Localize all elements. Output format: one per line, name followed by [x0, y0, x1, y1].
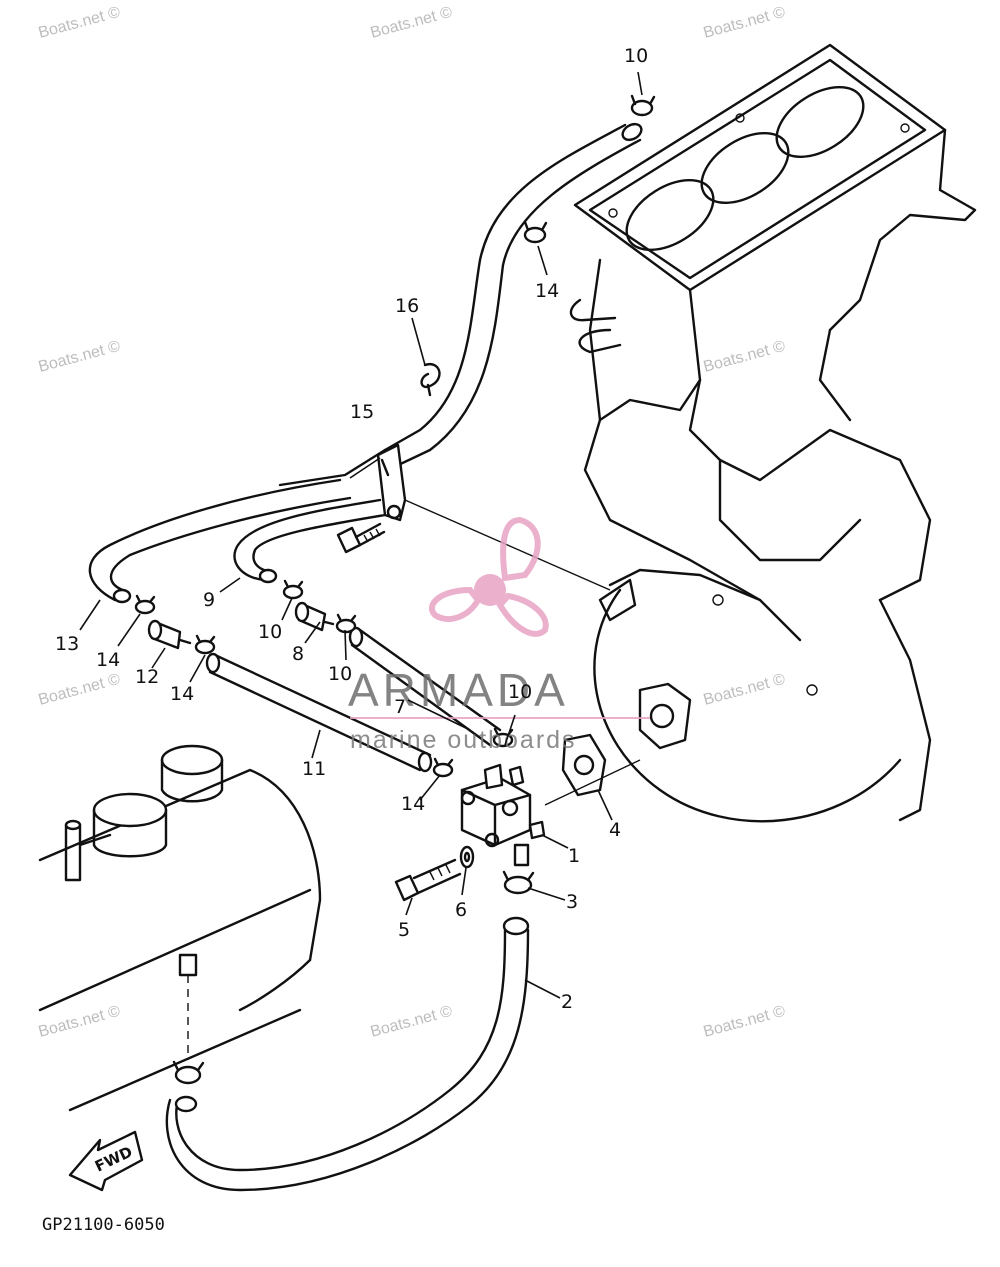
bolt-5 [394, 858, 462, 902]
propeller-hub-icon [474, 574, 506, 606]
watermark: Boats.net © [702, 671, 788, 709]
brand-name: ARMADA [348, 664, 569, 716]
callout-10-right[interactable]: 10 [328, 663, 352, 685]
callout-14-top[interactable]: 14 [535, 280, 559, 302]
hose-main-supply [278, 122, 643, 487]
watermark: Boats.net © [369, 4, 455, 42]
armada-logo: ARMADA marine outboards [348, 516, 650, 754]
callout-6[interactable]: 6 [455, 899, 467, 921]
callout-1[interactable]: 1 [568, 845, 580, 867]
brand-tagline: marine outboards [350, 726, 577, 754]
hose-7 [348, 626, 502, 747]
watermark: Boats.net © [37, 1003, 123, 1041]
oil-pump-1 [460, 763, 546, 867]
clamp-10-right [335, 613, 357, 634]
clip-16 [420, 362, 441, 397]
watermark: Boats.net © [37, 4, 123, 42]
callout-3[interactable]: 3 [566, 891, 578, 913]
clamp-14-top [523, 220, 548, 244]
callouts: 1 2 3 4 5 6 7 8 9 10 10 10 10 11 12 13 1… [55, 45, 648, 1013]
callout-14-pump[interactable]: 14 [401, 793, 425, 815]
fwd-arrow: FWD [68, 1130, 144, 1192]
hose-11 [205, 652, 433, 773]
clamp-14-mid [194, 634, 216, 655]
hose-9 [233, 498, 387, 584]
hose-2 [165, 916, 530, 1192]
callout-13[interactable]: 13 [55, 633, 79, 655]
callout-14-left[interactable]: 14 [96, 649, 120, 671]
clamp-tank [172, 1060, 205, 1085]
callout-11[interactable]: 11 [302, 758, 326, 780]
check-valve-8 [294, 601, 335, 632]
callout-16[interactable]: 16 [395, 295, 419, 317]
oil-tank [38, 744, 322, 1112]
clamp-3 [502, 870, 535, 895]
watermark: Boats.net © [702, 4, 788, 42]
callout-2[interactable]: 2 [561, 991, 573, 1013]
callout-4[interactable]: 4 [609, 819, 621, 841]
callout-14-mid[interactable]: 14 [170, 683, 194, 705]
callout-5[interactable]: 5 [398, 919, 410, 941]
callout-15[interactable]: 15 [350, 401, 374, 423]
diagram-code: GP21100-6050 [42, 1215, 165, 1235]
engine-block [569, 43, 977, 823]
clamp-10-top [630, 94, 656, 117]
propeller-blade-icon [496, 592, 549, 637]
bracket-15 [376, 443, 407, 522]
leader-lines [79, 71, 643, 999]
clamp-14-left [134, 594, 156, 615]
callout-10-top[interactable]: 10 [624, 45, 648, 67]
washer-6 [459, 845, 475, 869]
hose-clamps [134, 94, 656, 1085]
callout-7[interactable]: 7 [394, 696, 406, 718]
propeller-blade-icon [428, 586, 482, 622]
watermark: Boats.net © [37, 338, 123, 376]
callout-10-mid[interactable]: 10 [258, 621, 282, 643]
callout-10-pump[interactable]: 10 [508, 681, 532, 703]
watermark: Boats.net © [369, 1003, 455, 1041]
watermark: Boats.net © [702, 1003, 788, 1041]
check-valve-12 [147, 619, 192, 650]
watermark: Boats.net © [702, 338, 788, 376]
mount-lines [404, 499, 641, 806]
clamp-14-pump [432, 757, 454, 778]
gasket-4 [561, 733, 607, 797]
bolt-bracket [336, 522, 386, 554]
callout-9[interactable]: 9 [203, 589, 215, 611]
clamp-10-mid [282, 579, 304, 600]
hose-13 [88, 478, 352, 604]
propeller-blade-icon [500, 516, 541, 582]
callout-8[interactable]: 8 [292, 643, 304, 665]
callout-12[interactable]: 12 [135, 666, 159, 688]
watermark: Boats.net © [37, 671, 123, 709]
